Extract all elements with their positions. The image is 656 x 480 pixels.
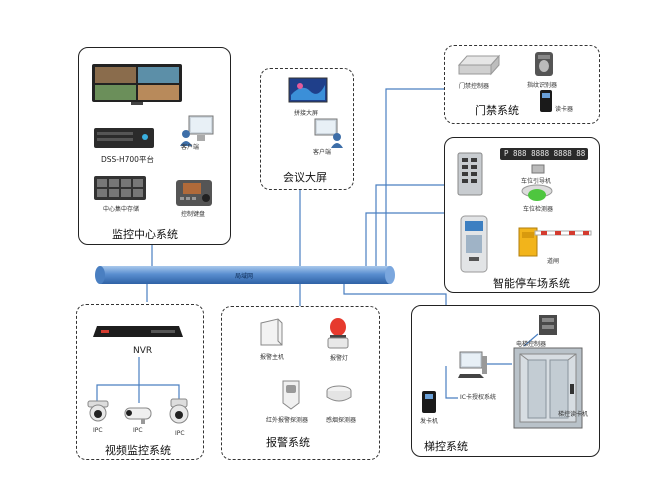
card-reader-label: 读卡器 (555, 106, 574, 113)
video-wall-icon (92, 64, 182, 105)
parking-title: 智能停车场系统 (493, 277, 570, 290)
parking-guide-device-icon (531, 164, 545, 174)
door-controller-label: 门禁控制器 (459, 83, 490, 90)
card-issuer-label: 发卡机 (420, 418, 439, 425)
access-control-title: 门禁系统 (475, 104, 519, 117)
elevator-controller-label: 电梯控制器 (516, 341, 547, 348)
barrier-gate-label: 道闸 (547, 258, 560, 265)
control-keyboard-icon (176, 180, 212, 206)
splicing-screen-icon (288, 77, 328, 103)
elevator-car-icon (513, 347, 583, 429)
lan-pipe (95, 266, 395, 284)
ipc-label-2: IPC (133, 427, 143, 434)
ipc-label-1: IPC (93, 427, 103, 434)
elevator-reader-label: 梯控读卡机 (558, 411, 589, 418)
conference-box: 拼接大屏 客户端 会议大屏 (260, 68, 354, 190)
monitor-client-label: 客户端 (181, 144, 200, 151)
parking-led-text: P 888 8888 8888 88 (504, 149, 586, 158)
door-controller-icon (457, 54, 501, 76)
card-reader-icon (540, 90, 552, 112)
parking-box: P 888 8888 8888 88 车位引导机 车位检测器 道闸 智能停车场系… (444, 137, 600, 293)
alarm-title: 报警系统 (266, 436, 310, 449)
nvr-icon (93, 326, 183, 337)
nvr-label: NVR (133, 346, 153, 356)
parking-guide-column-icon (457, 152, 483, 196)
monitor-center-title: 监控中心系统 (112, 228, 178, 241)
parking-detector-label: 车位检测器 (523, 206, 554, 213)
splicing-screen-label: 拼接大屏 (294, 110, 319, 117)
dss-platform-server-icon (94, 128, 154, 148)
parking-guide-label: 车位引导机 (521, 178, 552, 185)
elevator-control-title: 梯控系统 (424, 440, 468, 453)
lan-label: 局域网 (235, 273, 254, 280)
parking-led-board: P 888 8888 8888 88 (500, 148, 588, 160)
central-storage-label: 中心集中存储 (103, 206, 140, 213)
parking-detector-icon (521, 184, 553, 201)
ipc-dome-icon (87, 400, 109, 422)
elevator-control-box: IC卡授权系统 发卡机 电梯控制器 梯控读卡机 梯控系统 (411, 305, 600, 457)
monitor-center-box: DSS-H700平台 客户端 中心集中存储 控制键盘 监控中心系统 (78, 47, 231, 245)
control-keyboard-label: 控制键盘 (181, 211, 206, 218)
pir-detector-label: 红外报警探测器 (266, 417, 309, 424)
elevator-controller-icon (539, 315, 557, 335)
central-storage-icon (94, 176, 146, 200)
smoke-detector-icon (326, 385, 352, 402)
fingerprint-reader-icon (535, 52, 553, 76)
smoke-detector-label: 感烟探测器 (326, 417, 357, 424)
alarm-host-icon (260, 318, 283, 346)
dss-platform-label: DSS-H700平台 (101, 155, 154, 164)
alarm-host-label: 报警主机 (260, 354, 285, 361)
alarm-box: 报警主机 报警灯 红外报警探测器 感烟探测器 报警系统 (221, 306, 380, 460)
conference-client-icon (314, 118, 343, 148)
fingerprint-reader-label: 指纹识别器 (527, 82, 558, 89)
client-pc-icon (180, 115, 214, 146)
conference-title: 会议大屏 (283, 171, 327, 184)
ipc-label-3: IPC (175, 430, 185, 437)
ic-auth-label: IC卡授权系统 (460, 394, 496, 401)
alarm-lamp-icon (327, 318, 349, 349)
ic-auth-pc-icon (458, 351, 487, 378)
ticket-machine-icon (460, 215, 488, 273)
video-surveillance-box: NVR IPC IPC IPC 视频监控系统 (76, 304, 204, 460)
ipc-ptz-icon (169, 398, 189, 424)
conference-client-label: 客户端 (313, 149, 332, 156)
barrier-gate-icon (518, 227, 592, 257)
alarm-lamp-label: 报警灯 (330, 355, 349, 362)
pir-detector-icon (282, 380, 300, 410)
card-issuer-icon (422, 391, 436, 413)
ipc-bullet-icon (124, 407, 152, 424)
access-control-box: 门禁控制器 指纹识别器 读卡器 门禁系统 (444, 45, 600, 124)
video-wires (96, 357, 180, 403)
elevator-wires (445, 333, 539, 399)
video-surveillance-title: 视频监控系统 (105, 444, 171, 457)
